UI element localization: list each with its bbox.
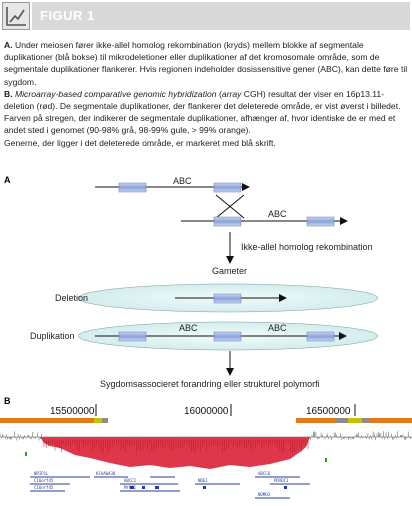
probe-marker bbox=[325, 458, 327, 462]
caption-b-italic: Microarray-based comparative genomic hyb… bbox=[14, 88, 217, 99]
segdup-track-orange bbox=[370, 418, 412, 423]
figure-title: FIGUR 1 bbox=[40, 8, 95, 23]
gene-track: NPIP1L KIAA0430 ABCC6 C16orf45 ABCC1 NDE… bbox=[30, 471, 310, 499]
gene-kiaa0430: KIAA0430 bbox=[96, 471, 116, 476]
gene-label-top: ABC bbox=[173, 176, 192, 186]
segdup-box bbox=[306, 216, 335, 227]
gene-c16orf45: C16orf45 bbox=[34, 478, 54, 483]
gene-nde1: NDE1 bbox=[198, 478, 208, 483]
panel-b-label: B bbox=[4, 396, 11, 406]
segdup-track-yellow bbox=[348, 418, 362, 423]
segdup-box bbox=[306, 331, 335, 342]
crossover-line bbox=[215, 194, 245, 219]
caption-b-label: B. bbox=[4, 88, 13, 99]
caption-b-italic-2: array bbox=[221, 88, 242, 99]
figure-header: FIGUR 1 bbox=[0, 0, 412, 32]
segdup-box bbox=[118, 182, 147, 193]
segdup-box bbox=[213, 216, 242, 227]
gameter-label: Gameter bbox=[212, 266, 247, 276]
caption-a: A. Under meiosen fører ikke-allel homolo… bbox=[4, 39, 408, 88]
cgh-deletion-spikes bbox=[43, 440, 309, 453]
segdup-box bbox=[213, 182, 242, 193]
gene-abcc6: ABCC6 bbox=[258, 471, 271, 476]
gene-npip1l: NPIP1L bbox=[34, 471, 49, 476]
gene-nomo3: NOMO3 bbox=[258, 492, 271, 497]
position-label-1: 15500000 bbox=[50, 406, 95, 417]
caption-b: B. Microarray-based comparative genomic … bbox=[4, 88, 408, 137]
header-bar bbox=[32, 2, 410, 30]
segdup-box bbox=[118, 331, 147, 342]
gene-c16orf45-2: C16orf45 bbox=[34, 485, 54, 490]
caption-b-text-1: ( bbox=[216, 88, 222, 99]
cgh-signal bbox=[0, 431, 411, 441]
gene-label-bottom: ABC bbox=[268, 209, 287, 219]
segdup-track-orange bbox=[296, 418, 336, 423]
segdup-track-gray bbox=[336, 418, 348, 423]
position-label-3: 16500000 bbox=[306, 406, 351, 417]
caption-a-text: Under meiosen fører ikke-allel homolog r… bbox=[4, 40, 408, 87]
segdup-track-gray bbox=[102, 418, 108, 423]
panel-a-label: A bbox=[4, 175, 11, 185]
segdup-track-gray bbox=[362, 418, 370, 423]
gene-label-dup-2: ABC bbox=[268, 323, 287, 333]
duplication-label: Duplikation bbox=[30, 331, 75, 341]
deletion-label: Deletion bbox=[55, 293, 88, 303]
recombination-label: Ikke-allel homolog rekombination bbox=[241, 242, 373, 252]
deletion-region bbox=[40, 437, 310, 469]
segdup-box bbox=[213, 331, 242, 342]
position-label-2: 16000000 bbox=[184, 406, 229, 417]
caption-b-text-2: CGH) resultat der viser en 16p13.11-dele… bbox=[4, 88, 401, 136]
outcome-label: Sygdomsassocieret forandring eller struk… bbox=[100, 379, 320, 389]
segdup-box bbox=[213, 293, 242, 304]
caption-a-label: A. bbox=[4, 40, 13, 50]
gene-label-dup-1: ABC bbox=[179, 323, 198, 333]
figure-caption: A. Under meiosen fører ikke-allel homolo… bbox=[4, 39, 408, 149]
segdup-track-orange bbox=[0, 418, 94, 423]
probe-marker bbox=[25, 452, 27, 456]
gene-pdxdc1: PDXDC1 bbox=[274, 478, 289, 483]
gene-abcc1: ABCC1 bbox=[124, 478, 137, 483]
segdup-track-yellow bbox=[94, 418, 102, 423]
caption-b-genes: Generne, der ligger i det deleterede omr… bbox=[4, 137, 276, 148]
chart-icon bbox=[2, 2, 30, 30]
